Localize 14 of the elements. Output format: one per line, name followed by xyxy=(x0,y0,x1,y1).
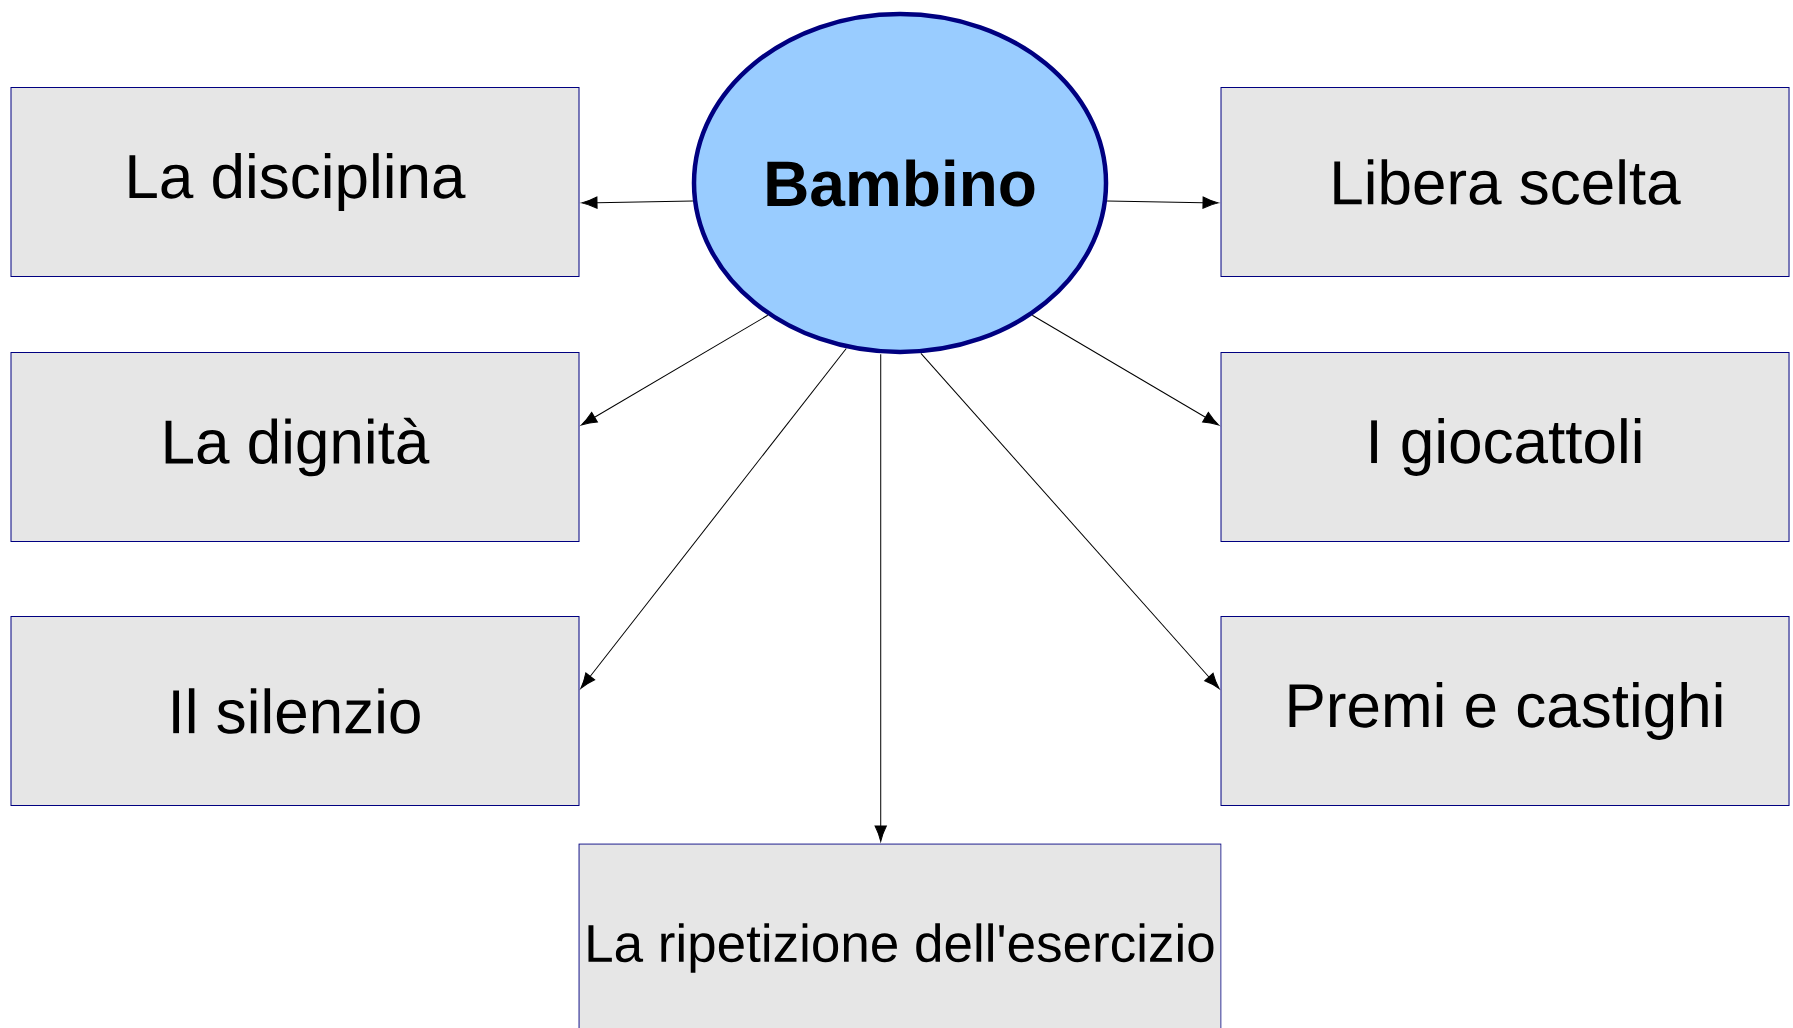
topic-box: La ripetizione dell'esercizio xyxy=(578,843,1222,1028)
arrow xyxy=(580,347,847,689)
arrow xyxy=(581,196,694,209)
arrow xyxy=(920,352,1220,689)
topic-box: Libera scelta xyxy=(1220,87,1790,277)
arrow xyxy=(580,314,769,426)
topic-box: La disciplina xyxy=(10,87,580,277)
topic-box: Il silenzio xyxy=(10,616,580,806)
topic-box: I giocattoli xyxy=(1220,352,1790,542)
arrow xyxy=(1106,196,1219,209)
arrow xyxy=(874,353,887,842)
topic-box: La dignità xyxy=(10,352,580,542)
topic-box: Premi e castighi xyxy=(1220,616,1790,806)
arrow xyxy=(1031,314,1220,426)
